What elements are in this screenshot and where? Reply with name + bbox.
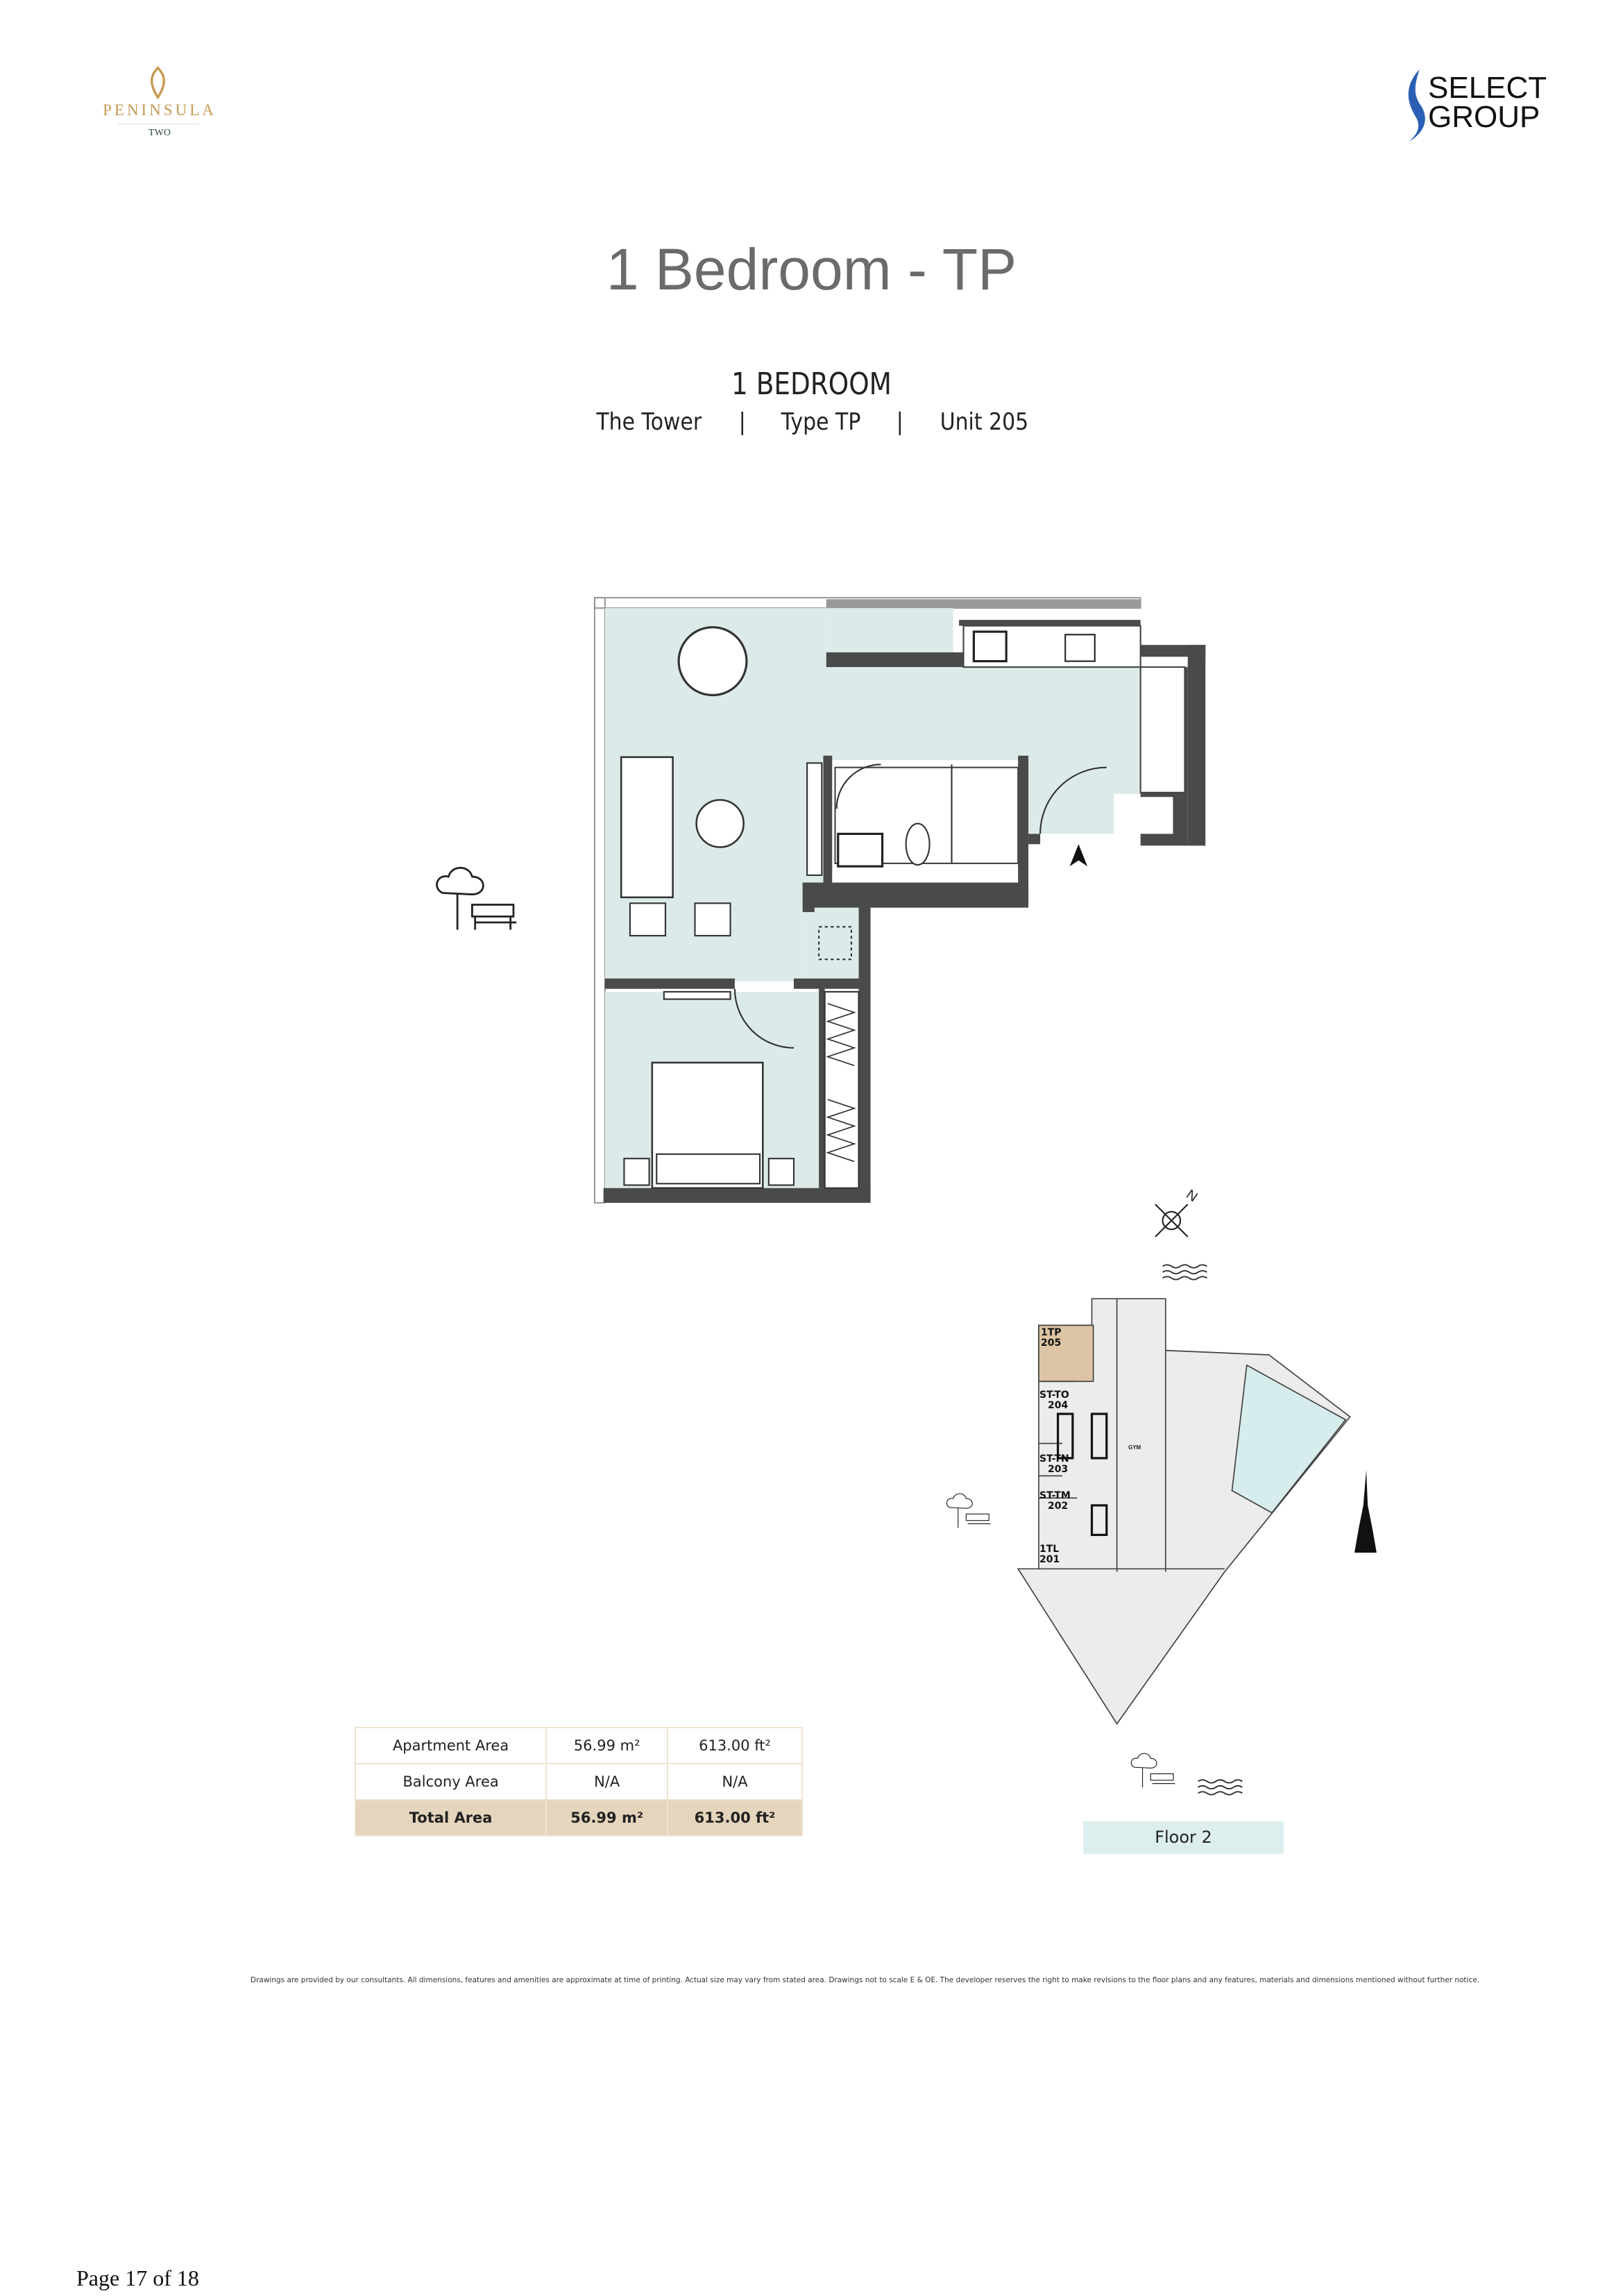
peninsula-logo-sub: TWO [148, 128, 171, 138]
unit-number: Unit 205 [940, 408, 1028, 436]
select-group-line2: GROUP [1428, 100, 1540, 134]
total-row: Total Area 56.99 m² 613.00 ft² [354, 1799, 803, 1837]
floor-label: Floor 2 [1083, 1821, 1284, 1854]
park-icon [436, 866, 517, 930]
peninsula-logo-text: PENINSULA [103, 101, 216, 119]
select-group-logo: SELECT GROUP [1428, 71, 1547, 134]
row-label: Total Area [354, 1799, 547, 1837]
row-label: Balcony Area [354, 1763, 547, 1800]
unit-heading: 1 BEDROOM [731, 366, 892, 402]
page-number: Page 17 of 18 [76, 2265, 199, 2290]
key-plan [1017, 1298, 1351, 1725]
area-m2: 56.99 m² [545, 1799, 669, 1837]
table-row: Apartment Area 56.99 m² 613.00 ft² [354, 1727, 803, 1764]
building-name: The Tower [595, 408, 702, 436]
area-ft2: 613.00 ft² [667, 1727, 803, 1764]
gym-label: GYM [1128, 1444, 1141, 1451]
sea-icon [1198, 1779, 1243, 1796]
separator: | [738, 408, 746, 436]
park-icon [946, 1493, 991, 1528]
burj-khalifa-icon [1354, 1469, 1377, 1553]
unit-details: The Tower | Type TP | Unit 205 [0, 408, 1623, 436]
area-m2: 56.99 m² [545, 1727, 669, 1764]
table-row: Balcony Area N/A N/A [354, 1763, 803, 1800]
page-title: 1 Bedroom - TP [606, 237, 1017, 302]
area-ft2: N/A [667, 1763, 803, 1800]
peninsula-logo-icon [118, 66, 200, 125]
separator: | [896, 408, 903, 436]
floor-plan [594, 597, 1206, 1204]
compass-icon [1155, 1204, 1189, 1238]
sea-icon [1162, 1264, 1207, 1281]
select-group-flame-icon [1408, 69, 1425, 142]
park-icon [1130, 1753, 1175, 1788]
select-group-line1: SELECT [1428, 71, 1547, 105]
area-table: Apartment Area 56.99 m² 613.00 ft² Balco… [354, 1727, 803, 1837]
area-m2: N/A [545, 1763, 669, 1800]
unit-type: Type TP [781, 408, 861, 436]
disclaimer: Drawings are provided by our consultants… [250, 1976, 1480, 1984]
row-label: Apartment Area [354, 1727, 547, 1764]
area-ft2: 613.00 ft² [667, 1799, 803, 1837]
